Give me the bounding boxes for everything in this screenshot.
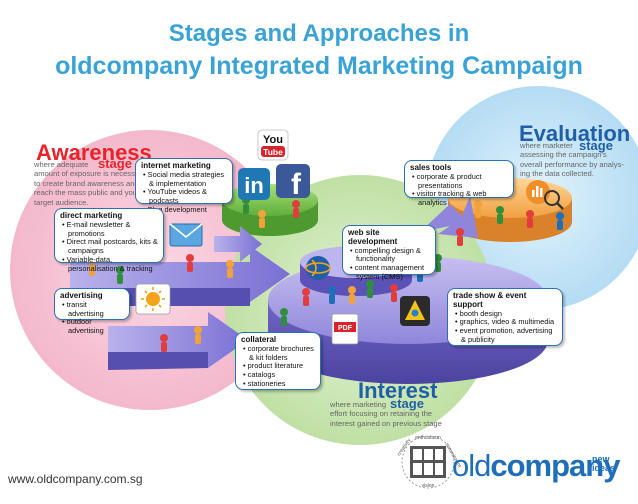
trade-show-title: trade show & event support xyxy=(453,291,527,309)
trade-show-item: event promotion, advertising & publicity xyxy=(460,326,557,345)
collateral-box: collateral corporate brochures & kit fol… xyxy=(235,332,321,390)
direct-marketing-item: E-mail newsletter & promotions xyxy=(67,220,158,239)
evaluation-description: where marketer assessing the campaign's … xyxy=(520,141,632,179)
direct-marketing-title: direct marketing xyxy=(60,211,123,220)
analytics-chart-icon xyxy=(526,180,564,210)
internet-marketing-item: Social media strategies & implementation xyxy=(148,170,227,189)
awareness-stage-word: stage xyxy=(98,156,132,171)
company-logo: oldcompany xyxy=(452,448,620,484)
awareness-stage-title: Awareness xyxy=(36,140,152,165)
awareness-description-line: to create brand awareness and xyxy=(34,178,139,188)
interest-description: where marketing effort focusing on retai… xyxy=(330,400,460,428)
facebook-icon-text: f xyxy=(291,168,302,201)
awareness-description-line: target audience. xyxy=(34,197,89,207)
website-url[interactable]: www.oldcompany.com.sg xyxy=(8,472,143,486)
title-line-2: oldcompany Integrated Marketing Campaign xyxy=(55,52,583,80)
advertising-title: advertising xyxy=(60,291,103,300)
collateral-item: product literature xyxy=(248,362,315,371)
advertising-box: advertising transit advertising outdoor … xyxy=(54,288,130,335)
linkedin-icon-text: in xyxy=(244,173,264,198)
trade-show-box: trade show & event support booth design … xyxy=(447,288,563,346)
web-site-development-box: web site development compelling design &… xyxy=(342,225,436,281)
email-envelope-icon xyxy=(169,223,203,247)
evaluation-description-line: assessing the campaign's xyxy=(520,150,607,160)
badge-word-3: vision xyxy=(422,483,435,489)
globe-icon xyxy=(305,256,331,280)
facebook-icon: f xyxy=(276,164,310,201)
evaluation-stage-word: stage xyxy=(579,138,613,153)
linkedin-icon: in xyxy=(238,168,270,200)
sales-tools-item: visitor tracking & web analytics xyxy=(417,190,508,208)
collateral-title: collateral xyxy=(241,335,277,344)
youtube-icon-tube: Tube xyxy=(263,147,283,157)
web-site-development-item: content management system (CMS) xyxy=(355,263,430,282)
direct-marketing-item: Variable-data, personalisation & trackin… xyxy=(67,255,158,274)
awareness-description: where adequate amount of exposure is nec… xyxy=(34,160,146,207)
sales-tools-title: sales tools xyxy=(410,163,452,172)
interest-description-line: effort focusing on retaining the xyxy=(330,409,433,419)
web-site-development-title: web site development xyxy=(348,228,398,246)
awareness-description-line: where adequate xyxy=(34,160,89,169)
company-badge-icon: enthusiasm creativity commitment vision xyxy=(396,435,463,489)
trade-show-item: booth design xyxy=(460,309,557,319)
internet-marketing-item: Blog development xyxy=(148,205,227,215)
interest-description-line: interest gained on previous stage xyxy=(330,418,442,428)
advertising-item: outdoor advertising xyxy=(67,318,124,336)
logo-tagline: new ideas xyxy=(592,455,615,473)
direct-marketing-item: Direct mail postcards, kits & campaigns xyxy=(67,238,158,256)
internet-marketing-item: YouTube videos & podcasts xyxy=(148,188,227,206)
evaluation-description-line: ing the data collected. xyxy=(520,169,594,179)
sales-tools-item: corporate & product presentations xyxy=(417,172,508,191)
interest-stage-word: stage xyxy=(390,396,424,411)
collateral-item: catalogs xyxy=(248,370,315,380)
logo-prefix: old xyxy=(452,448,491,483)
evaluation-stage-title: Evaluation xyxy=(519,121,631,146)
awareness-description-line: reach the mass public and your xyxy=(34,188,140,198)
sales-tools-box: sales tools corporate & product presenta… xyxy=(404,160,514,207)
trade-show-item: graphics, video & multimedia xyxy=(460,318,557,327)
evaluation-description-line: overall performance by analys- xyxy=(520,159,624,169)
pdf-icon-text: PDF xyxy=(338,325,353,332)
collateral-item: corporate brochures & kit folders xyxy=(248,344,315,363)
youtube-icon: You Tube xyxy=(257,129,289,161)
multimedia-icon xyxy=(400,296,430,326)
logo-new: new xyxy=(592,454,610,464)
logo-ideas: ideas xyxy=(592,463,616,473)
badge-word-1: enthusiasm xyxy=(415,435,441,441)
title-line-1: Stages and Approaches in xyxy=(168,20,470,47)
web-site-development-item: compelling design & functionality xyxy=(355,246,430,265)
logo-main: company xyxy=(490,448,620,483)
sun-billboard-icon xyxy=(135,283,171,315)
internet-marketing-title: internet marketing xyxy=(141,161,211,170)
direct-marketing-box: direct marketing E-mail newsletter & pro… xyxy=(54,208,164,273)
advertising-item: transit advertising xyxy=(67,300,124,319)
youtube-icon-you: You xyxy=(263,134,283,146)
collateral-item: stationeries xyxy=(248,379,315,389)
pdf-icon: PDF xyxy=(331,313,359,345)
evaluation-description-line: where marketer xyxy=(520,141,573,150)
awareness-description-line: amount of exposure is necessary xyxy=(34,169,146,179)
interest-stage-title: Interest xyxy=(358,378,438,403)
internet-marketing-box: internet marketing Social media strategi… xyxy=(135,158,233,214)
interest-description-line: where marketing xyxy=(330,400,387,409)
